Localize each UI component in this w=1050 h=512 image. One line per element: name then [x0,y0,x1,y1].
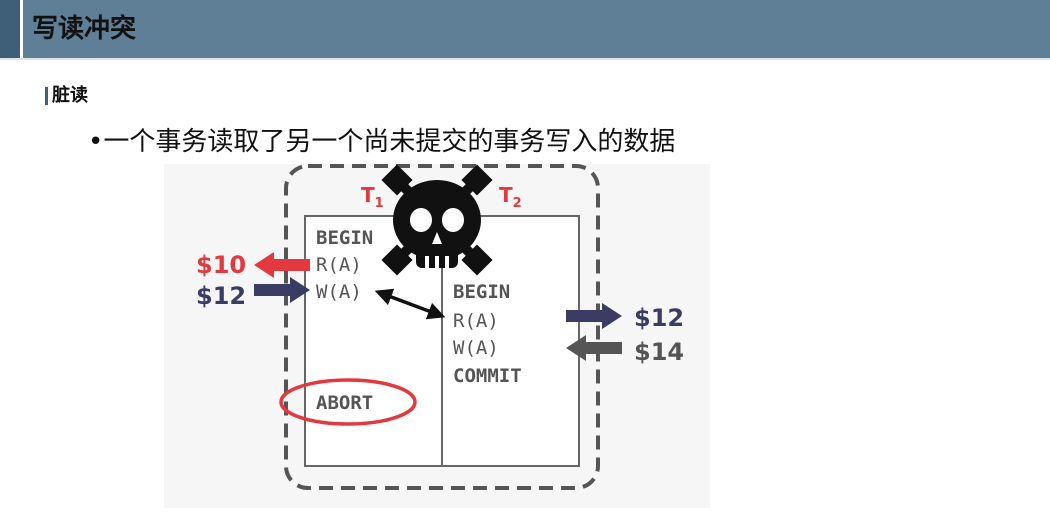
arrow-right-icon [566,303,622,329]
schedule-dashed-border [284,164,600,490]
arrow-left-icon [566,335,622,361]
section-marker [45,87,48,105]
section-title: 脏读 [52,85,88,106]
t2-label: T2 [499,183,522,211]
header-underline [0,58,1050,60]
arrow-right-icon [254,277,310,303]
double-arrow-icon [374,288,446,320]
abort-highlight-circle [279,378,417,426]
header-bar [0,0,1050,58]
arrow-left-icon [254,252,310,278]
t1-op-write: W(A) [316,281,362,303]
t2-op-write: W(A) [453,337,499,359]
t1-label: T1 [361,183,384,211]
bullet-text: •一个事务读取了另一个尚未提交的事务写入的数据 [88,127,676,157]
left-value-write: $12 [196,282,246,310]
t1-op-begin: BEGIN [316,227,373,249]
header-accent [0,0,20,58]
t2-op-commit: COMMIT [453,365,522,387]
dirty-read-diagram: T1 T2 BEGIN R(A) W(A) ABORT BEGIN R(A) W… [164,164,710,508]
t2-op-begin: BEGIN [453,281,510,303]
t1-op-read: R(A) [316,254,362,276]
t2-op-read: R(A) [453,310,499,332]
header-divider [20,0,23,58]
page-title: 写读冲突 [32,14,137,44]
right-value-read: $12 [634,304,684,332]
skull-crossbones-icon [381,164,493,276]
left-value-read: $10 [196,251,246,279]
t1-op-abort: ABORT [316,392,373,414]
right-value-write: $14 [634,338,684,366]
